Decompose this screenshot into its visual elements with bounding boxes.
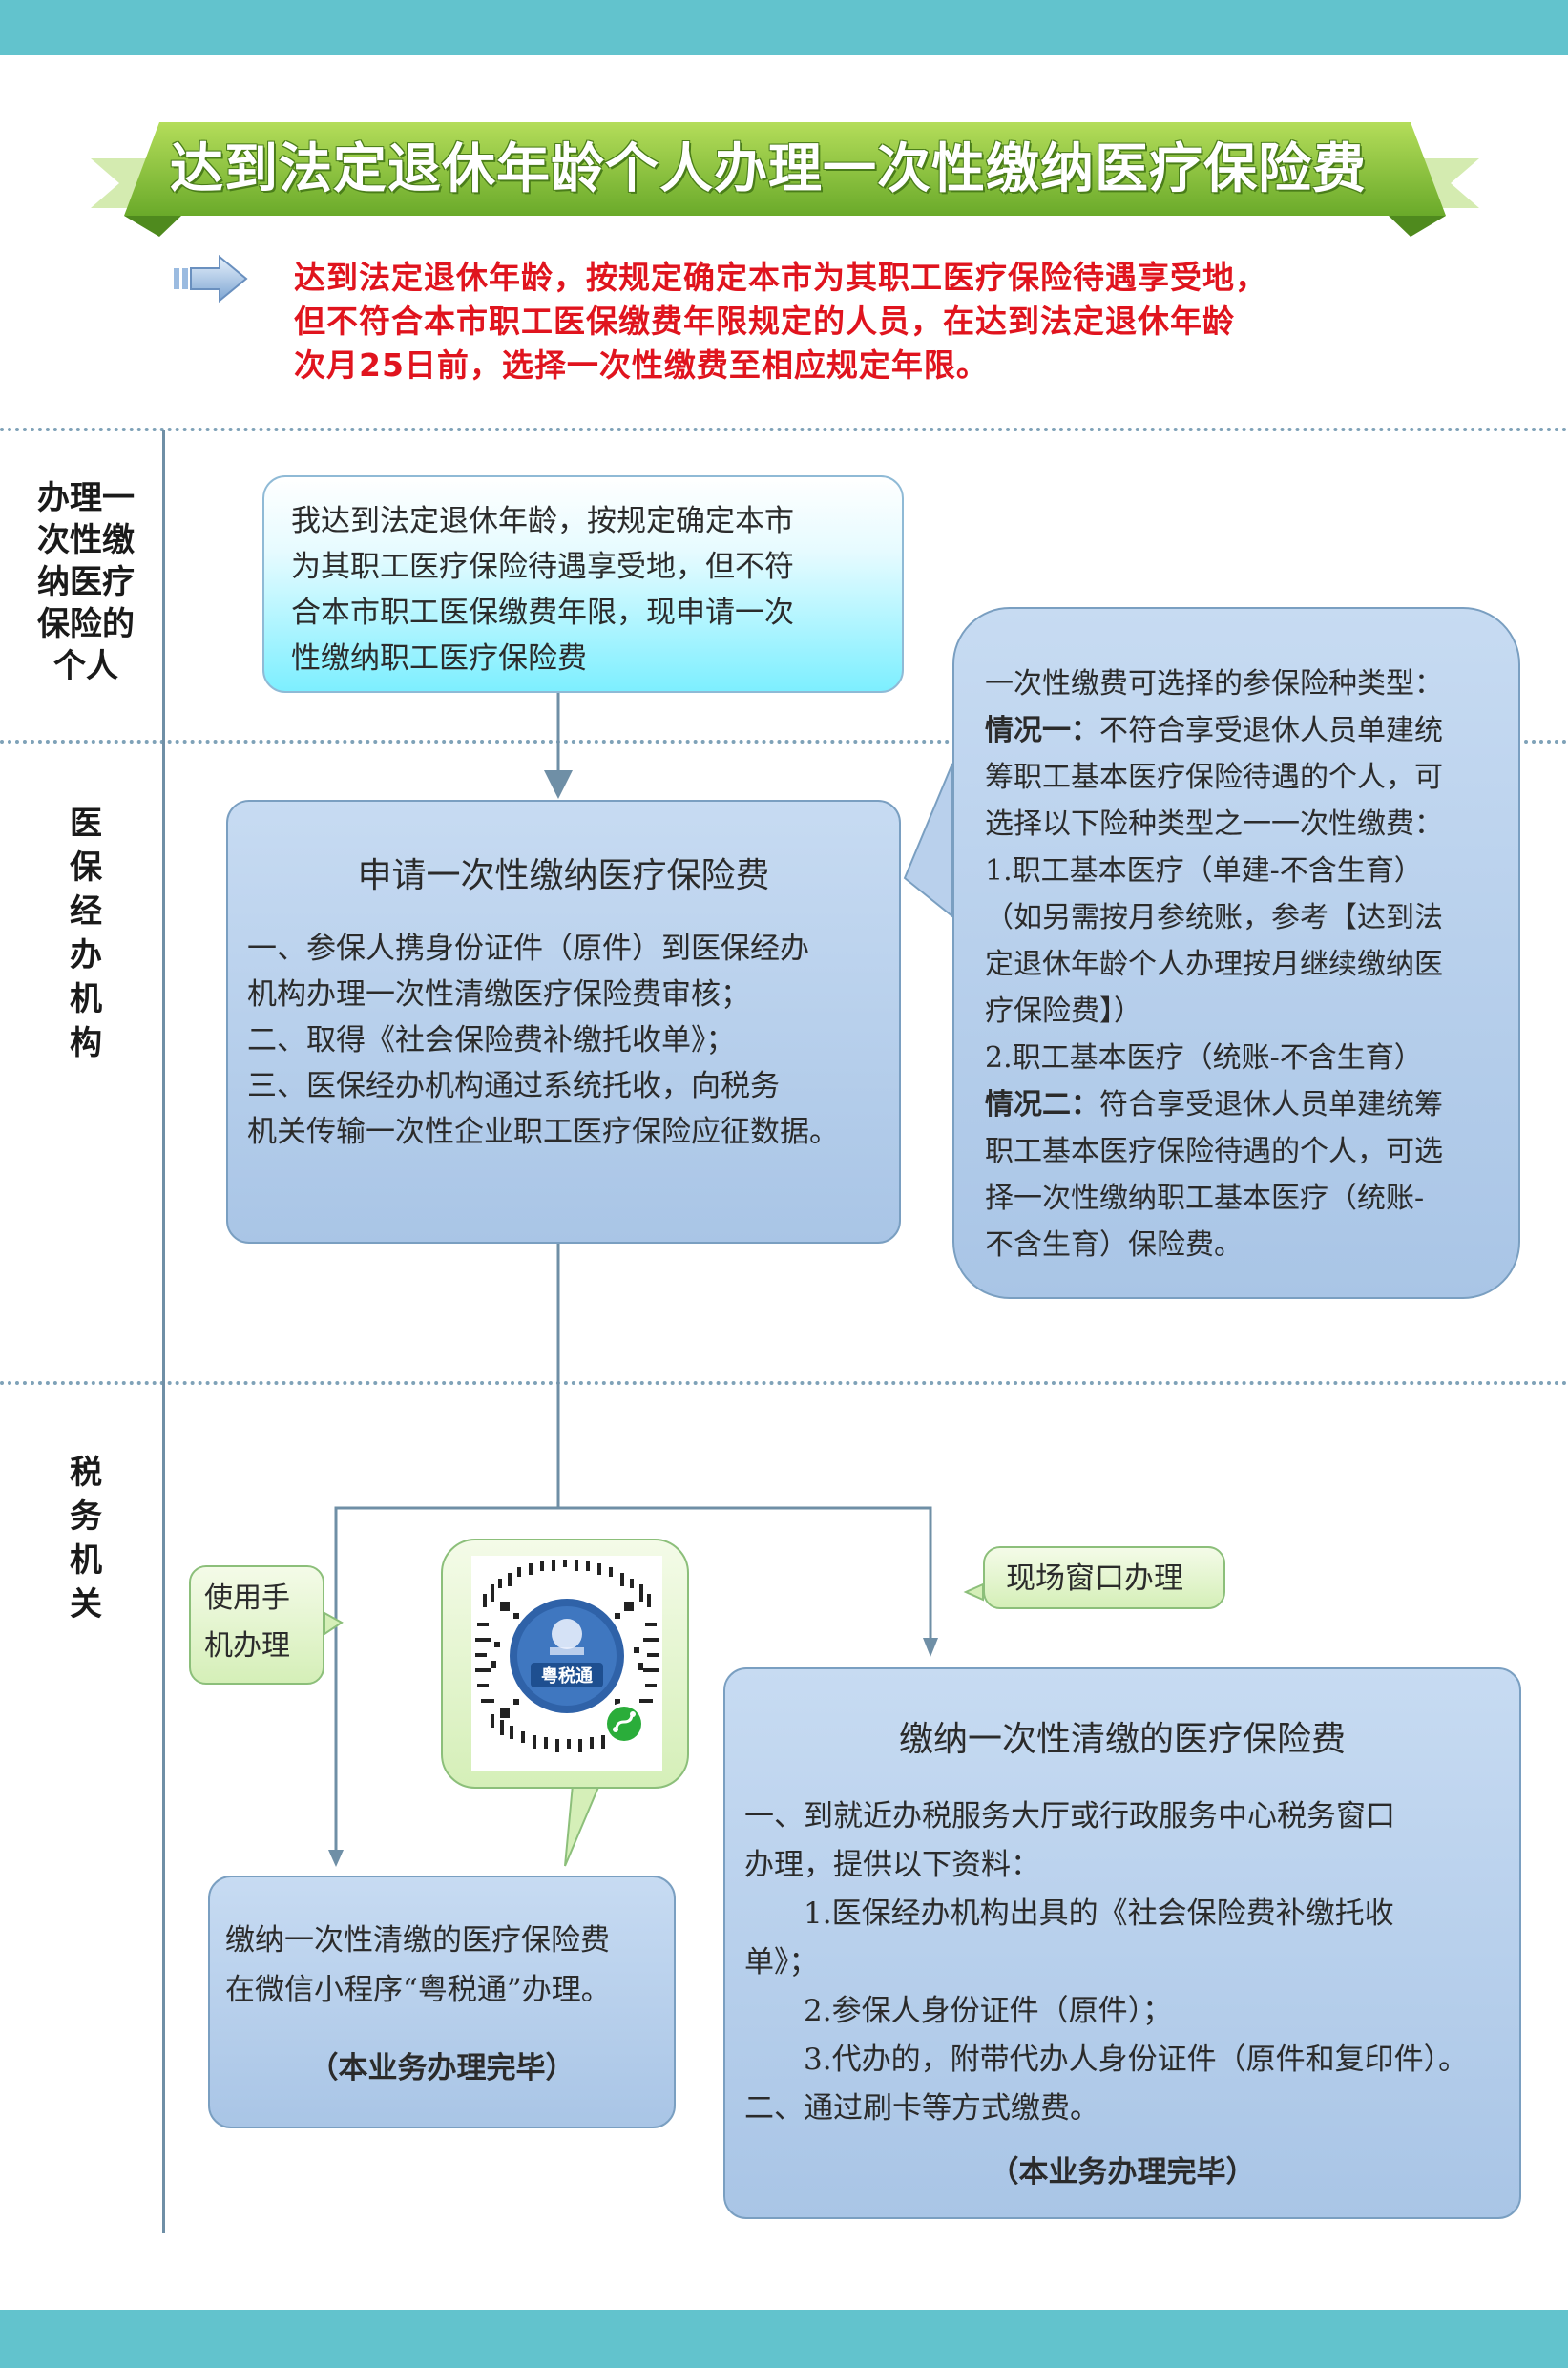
- lane-label-line: 保险的: [37, 605, 135, 643]
- wechat-miniprogram-icon: [603, 1703, 645, 1745]
- application-line: 为其职工医疗保险待遇享受地，但不符: [291, 550, 794, 584]
- wechat-payment-line: 在微信小程序“粤税通”办理。: [225, 1973, 611, 2007]
- lane-divider: [0, 428, 1568, 431]
- lane-label-line: 纳医疗: [37, 563, 135, 601]
- lane-divider: [0, 1381, 1568, 1385]
- lane-label-line: 办理一: [37, 479, 135, 517]
- lane-label-char: 医: [70, 805, 102, 843]
- completion-label: （本业务办理完毕）: [989, 2155, 1256, 2190]
- options-line: 选择以下险种类型之一一次性缴费：: [985, 801, 1495, 848]
- lane-label-char: 办: [70, 936, 102, 974]
- window-payment-line: 1.医保经办机构出具的《社会保险费补缴托收: [804, 1896, 1394, 1931]
- medical-agency-line: 机关传输一次性企业职工医疗保险应征数据。: [247, 1115, 839, 1149]
- window-payment-box: 缴纳一次性清缴的医疗保险费 一、到就近办税服务大厅或行政服务中心税务窗口办理，提…: [723, 1667, 1521, 2219]
- lane-label-tax: 税 务 机 关: [67, 1451, 105, 1626]
- options-line: 职工基本医疗保险待遇的个人，可选: [985, 1128, 1495, 1175]
- options-line-text: 符合享受退休人员单建统筹: [1099, 1088, 1443, 1121]
- mobile-channel-label: 使用手 机办理: [189, 1565, 324, 1685]
- window-payment-line: 一、到就近办税服务大厅或行政服务中心税务窗口: [744, 1799, 1395, 1834]
- options-line: （如另需按月参统账，参考【达到法: [985, 894, 1495, 941]
- intro-line: 但不符合本市职工医保缴费年限规定的人员，在达到法定退休年龄: [294, 303, 1235, 340]
- options-line-text: 不含生育）保险费。: [985, 1228, 1243, 1262]
- options-line-text: 1.职工基本医疗（单建-不含生育）: [985, 854, 1423, 888]
- arrow-right-icon: [174, 254, 248, 304]
- window-payment-line: 二、通过刷卡等方式缴费。: [744, 2091, 1099, 2126]
- options-line-text: 2.职工基本医疗（统账-不含生育）: [985, 1041, 1423, 1075]
- window-payment-line: 2.参保人身份证件（原件）；: [804, 1994, 1173, 2028]
- medical-agency-box: 申请一次性缴纳医疗保险费 一、参保人携身份证件（原件）到医保经办 机构办理一次性…: [226, 800, 901, 1244]
- intro-text: 达到法定退休年龄，按规定确定本市为其职工医疗保险待遇享受地， 但不符合本市职工医…: [294, 256, 1496, 388]
- wechat-payment-line: 缴纳一次性清缴的医疗保险费: [225, 1923, 610, 1958]
- lane-label-char: 务: [70, 1498, 102, 1536]
- options-line-text: 一次性缴费可选择的参保险种类型：: [985, 667, 1443, 701]
- options-case-label: 情况二：: [985, 1088, 1099, 1121]
- medical-agency-line: 二、取得《社会保险费补缴托收单》；: [247, 1023, 736, 1058]
- options-line: 不含生育）保险费。: [985, 1222, 1495, 1268]
- options-line-text: 选择以下险种类型之一一次性缴费：: [985, 807, 1443, 841]
- options-line: 情况一：不符合享受退休人员单建统: [985, 707, 1495, 754]
- window-payment-line: 单》；: [744, 1945, 819, 1980]
- window-channel-text: 现场窗口办理: [1006, 1561, 1183, 1596]
- lane-label-line: 次性缴: [37, 521, 135, 559]
- qr-code-image: 粤税通: [475, 1560, 659, 1752]
- top-band: [0, 0, 1568, 55]
- options-line-text: 职工基本医疗保险待遇的个人，可选: [985, 1135, 1443, 1168]
- options-case-label: 情况一：: [985, 714, 1099, 747]
- lane-label-char: 关: [70, 1585, 102, 1624]
- window-payment-line: 3.代办的，附带代办人身份证件（原件和复印件）。: [804, 2043, 1469, 2077]
- lane-label-char: 机: [70, 980, 102, 1018]
- options-line: 筹职工基本医疗保险待遇的个人，可: [985, 754, 1495, 801]
- options-lines: 一次性缴费可选择的参保险种类型： 情况一：不符合享受退休人员单建统筹职工基本医疗保…: [985, 660, 1495, 1268]
- qr-center-label: 粤税通: [541, 1666, 593, 1687]
- options-line: 一次性缴费可选择的参保险种类型：: [985, 660, 1495, 707]
- lane-label-char: 机: [70, 1541, 102, 1580]
- lane-separator: [162, 430, 165, 2233]
- options-line-text: 定退休年龄个人办理按月继续缴纳医: [985, 948, 1443, 981]
- options-line: 1.职工基本医疗（单建-不含生育）: [985, 848, 1495, 894]
- intro-line: 次月25日前，选择一次性缴费至相应规定年限。: [294, 346, 989, 384]
- medical-agency-title: 申请一次性缴纳医疗保险费: [357, 856, 770, 895]
- options-callout: 一次性缴费可选择的参保险种类型： 情况一：不符合享受退休人员单建统筹职工基本医疗保…: [952, 607, 1520, 1299]
- window-channel-label: 现场窗口办理: [983, 1546, 1225, 1609]
- lane-label-line: 个人: [53, 647, 118, 685]
- lane-label-medical: 医 保 经 办 机 构: [67, 802, 105, 1065]
- qr-code[interactable]: 粤税通: [471, 1556, 662, 1771]
- options-line: 疗保险费】）: [985, 988, 1495, 1035]
- options-line-text: 筹职工基本医疗保险待遇的个人，可: [985, 761, 1443, 794]
- options-line-text: 择一次性缴纳职工基本医疗（统账-: [985, 1182, 1425, 1215]
- bottom-band: [0, 2310, 1568, 2368]
- options-line: 择一次性缴纳职工基本医疗（统账-: [985, 1175, 1495, 1222]
- options-line: 情况二：符合享受退休人员单建统筹: [985, 1081, 1495, 1128]
- medical-agency-line: 一、参保人携身份证件（原件）到医保经办: [247, 932, 809, 966]
- title-banner: [91, 122, 1479, 237]
- window-payment-title: 缴纳一次性清缴的医疗保险费: [898, 1720, 1346, 1759]
- page-title: 达到法定退休年龄个人办理一次性缴纳医疗保险费: [170, 138, 1367, 200]
- options-line-text: 疗保险费】）: [985, 995, 1142, 1028]
- application-line: 性缴纳职工医疗保险费: [291, 641, 587, 676]
- options-line: 定退休年龄个人办理按月继续缴纳医: [985, 941, 1495, 988]
- options-line-text: （如另需按月参统账，参考【达到法: [985, 901, 1443, 934]
- application-box: 我达到法定退休年龄，按规定确定本市 为其职工医疗保险待遇享受地，但不符 合本市职…: [262, 475, 904, 693]
- lane-divider: [0, 740, 1568, 744]
- application-line: 我达到法定退休年龄，按规定确定本市: [291, 504, 794, 538]
- window-payment-lines: 一、到就近办税服务大厅或行政服务中心税务窗口办理，提供以下资料： 1.医保经办机构…: [744, 1792, 1500, 2133]
- intro-line: 达到法定退休年龄，按规定确定本市为其职工医疗保险待遇享受地，: [294, 259, 1267, 296]
- application-line: 合本市职工医保缴费年限，现申请一次: [291, 596, 794, 630]
- mobile-channel-line: 使用手: [204, 1582, 290, 1615]
- medical-agency-line: 三、医保经办机构通过系统托收，向税务: [247, 1069, 780, 1103]
- lane-label-char: 构: [70, 1024, 102, 1062]
- lane-label-char: 税: [70, 1454, 102, 1492]
- mobile-channel-line: 机办理: [204, 1629, 290, 1663]
- lane-label-personal: 办理一 次性缴 纳医疗 保险的 个人: [19, 477, 153, 687]
- medical-agency-line: 机构办理一次性清缴医疗保险费审核；: [247, 977, 750, 1012]
- lane-label-char: 经: [70, 892, 102, 931]
- completion-label: （本业务办理完毕）: [308, 2051, 575, 2085]
- options-line-text: 不符合享受退休人员单建统: [1099, 714, 1443, 747]
- window-payment-line: 办理，提供以下资料：: [744, 1848, 1040, 1882]
- options-line: 2.职工基本医疗（统账-不含生育）: [985, 1035, 1495, 1081]
- lane-label-char: 保: [70, 849, 102, 887]
- wechat-payment-box: 缴纳一次性清缴的医疗保险费 在微信小程序“粤税通”办理。 （本业务办理完毕）: [208, 1876, 676, 2128]
